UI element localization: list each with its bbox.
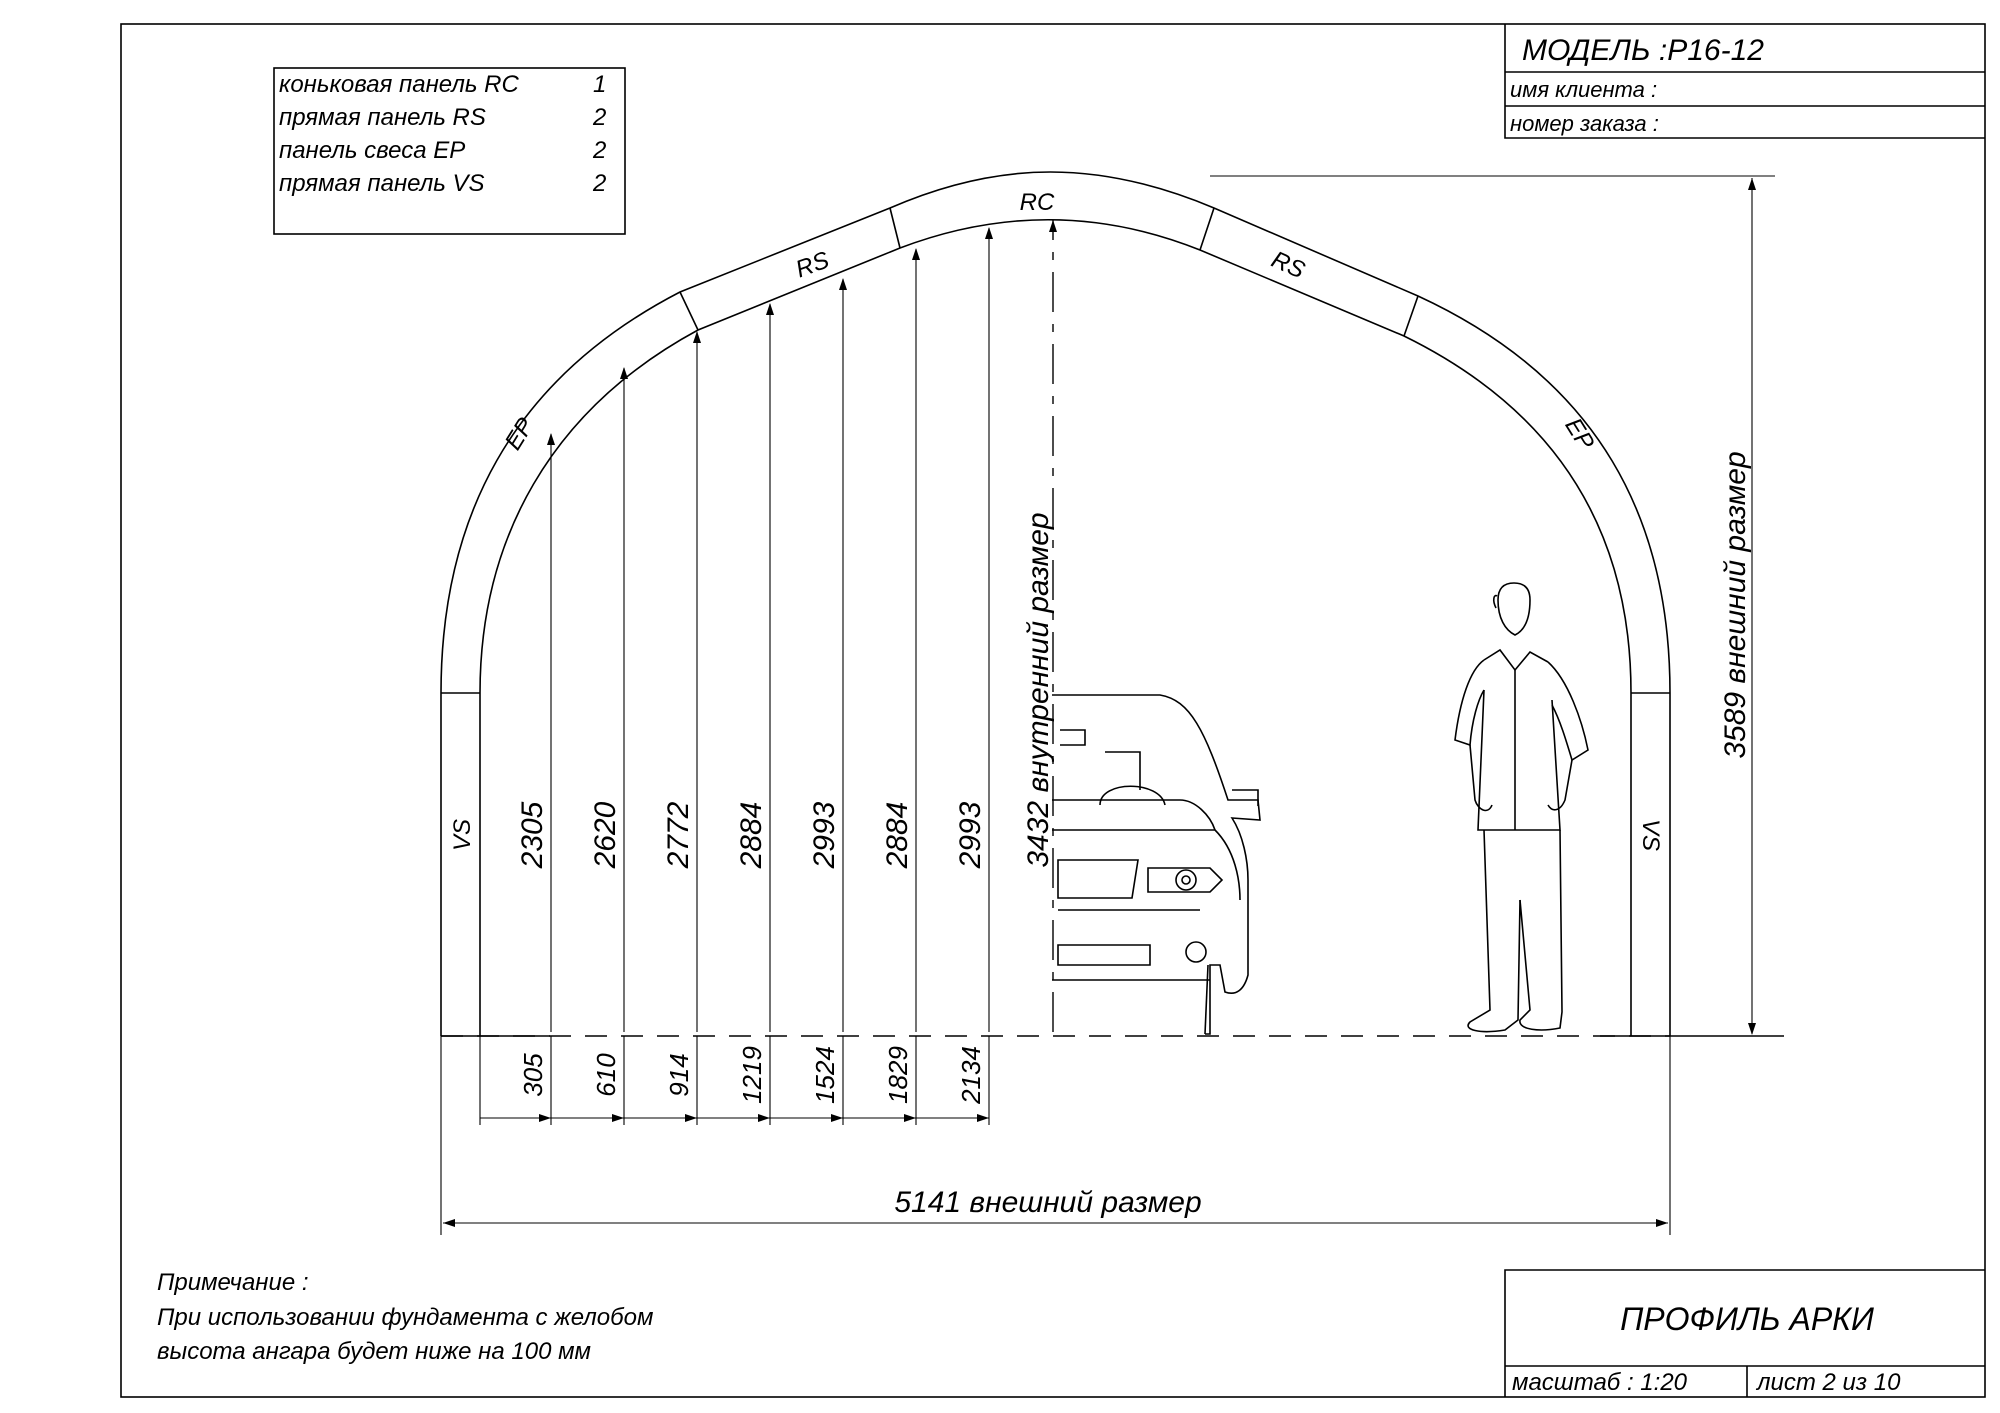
height-value: 2620 xyxy=(589,801,622,869)
legend-item-qty: 2 xyxy=(592,104,606,131)
drawing-title: ПРОФИЛЬ АРКИ xyxy=(1620,1301,1874,1337)
panel-joints xyxy=(441,207,1670,694)
offset-value: 1829 xyxy=(883,1046,913,1104)
note-line: При использовании фундамента с желобом xyxy=(157,1304,653,1331)
offset-value: 305 xyxy=(518,1053,548,1097)
height-value: 2884 xyxy=(735,802,768,870)
height-value: 2993 xyxy=(808,801,841,869)
outer-height-dimension: 3589 внешний размер xyxy=(1210,175,1775,1035)
legend-item-qty: 2 xyxy=(592,137,606,164)
offset-value: 914 xyxy=(664,1053,694,1096)
legend-item-qty: 2 xyxy=(592,170,606,197)
panel-label-rc: RC xyxy=(1020,189,1055,216)
offset-dimensions: 305 610 914 1219 1524 1829 2134 xyxy=(479,1036,990,1125)
panel-label-rs-right: RS xyxy=(1267,246,1308,284)
panel-label-vs-left: VS xyxy=(449,819,476,851)
drawing-frame xyxy=(120,23,1986,1398)
client-name-label: имя клиента : xyxy=(1510,77,1657,102)
note-title: Примечание : xyxy=(157,1269,309,1296)
footer-title-block: ПРОФИЛЬ АРКИ масштаб : 1:20 лист 2 из 10 xyxy=(1504,1269,1985,1397)
panel-legend: коньковая панель RC 1 прямая панель RS 2… xyxy=(273,67,626,235)
panel-label-vs-right: VS xyxy=(1637,819,1664,851)
outer-width-dimension: 5141 внешний размер xyxy=(440,1036,1671,1235)
height-value: 2305 xyxy=(516,801,549,869)
inner-height-label: 3432 внутренний размер xyxy=(1022,512,1055,867)
arch-outer-outline xyxy=(440,171,1671,1036)
panel-label-ep-left: EP xyxy=(500,413,540,454)
height-value: 2772 xyxy=(662,801,695,869)
panel-label-ep-right: EP xyxy=(1559,413,1599,454)
title-block: МОДЕЛЬ :Р16-12 имя клиента : номер заказ… xyxy=(1504,24,1985,139)
centerline-arrow xyxy=(1049,220,1057,232)
model-label: МОДЕЛЬ :Р16-12 xyxy=(1522,34,1764,67)
height-value: 2993 xyxy=(954,801,987,869)
offset-value: 2134 xyxy=(956,1046,986,1105)
legend-item-name: панель свеса EP xyxy=(279,137,465,164)
scale-label: масштаб : 1:20 xyxy=(1512,1369,1688,1396)
outer-height-label: 3589 внешний размер xyxy=(1719,451,1752,758)
height-value: 2884 xyxy=(881,802,914,870)
offset-value: 610 xyxy=(591,1053,621,1097)
offset-value: 1524 xyxy=(810,1046,840,1104)
car-illustration xyxy=(1052,694,1261,1035)
offset-value: 1219 xyxy=(737,1046,767,1104)
sheet-label: лист 2 из 10 xyxy=(1755,1369,1901,1396)
legend-item-name: прямая панель VS xyxy=(279,170,485,197)
height-dimensions: 2305 2620 2772 2884 2993 2884 2993 xyxy=(516,227,993,1032)
legend-item-name: коньковая панель RC xyxy=(279,71,519,98)
person-illustration xyxy=(1454,582,1589,1033)
order-number-label: номер заказа : xyxy=(1510,111,1659,136)
note-line: высота ангара будет ниже на 100 мм xyxy=(157,1338,591,1365)
outer-width-label: 5141 внешний размер xyxy=(894,1186,1201,1219)
arch-inner-outline xyxy=(479,218,1632,1036)
legend-item-name: прямая панель RS xyxy=(279,104,486,131)
legend-item-qty: 1 xyxy=(593,71,606,98)
